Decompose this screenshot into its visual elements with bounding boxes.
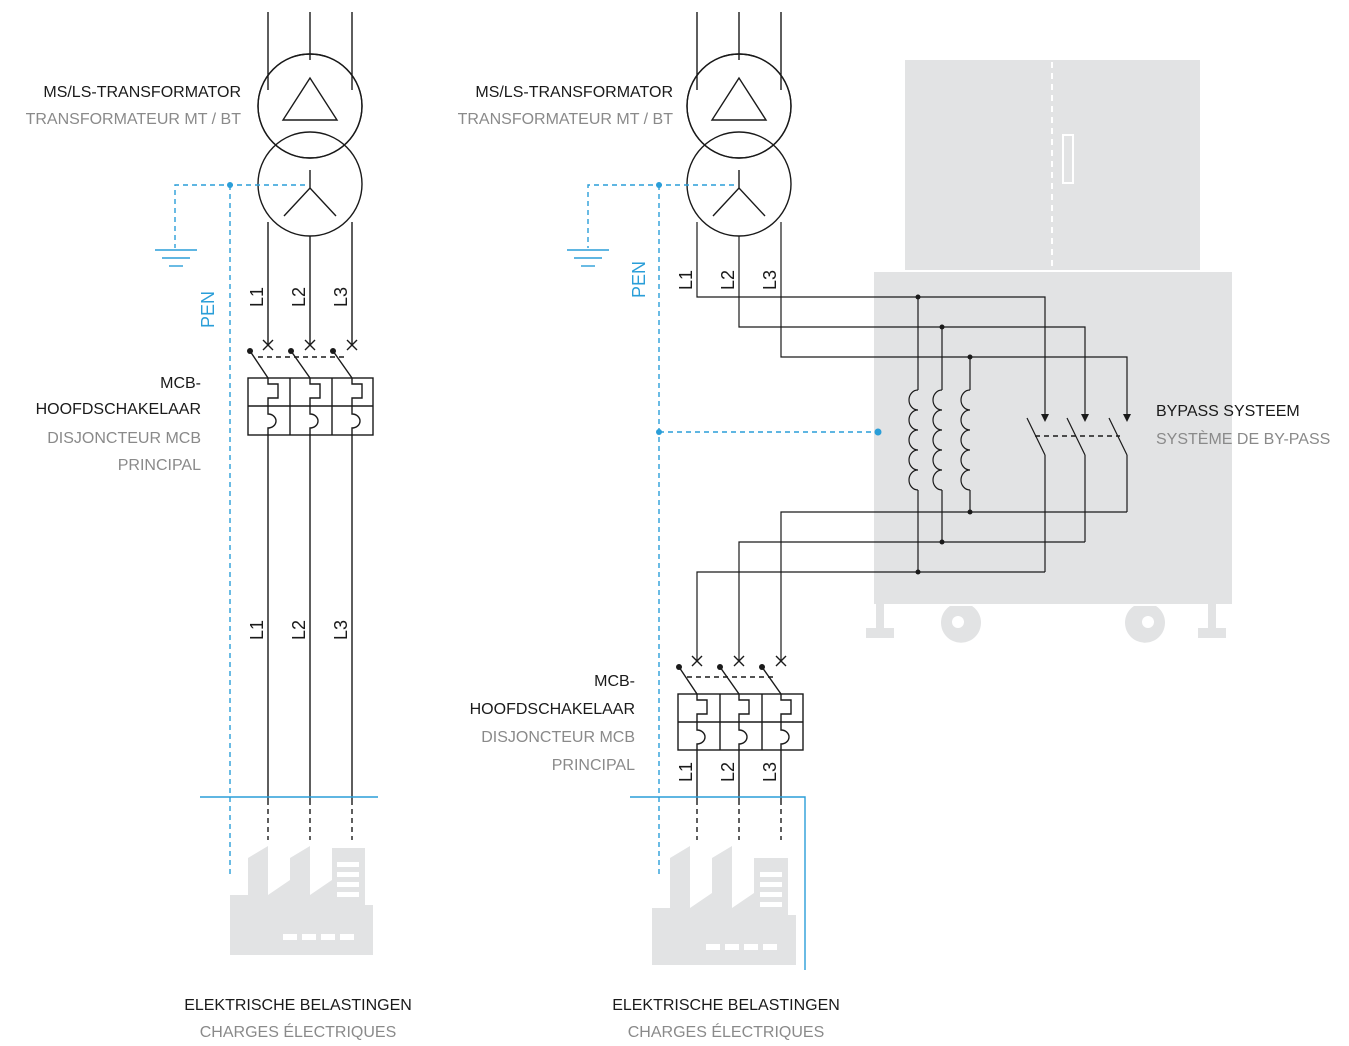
right-phase-top-l1: L1 <box>676 270 696 290</box>
left-load-bus <box>200 796 378 840</box>
left-phase-top-l3: L3 <box>331 287 351 307</box>
right-phase-top-l2: L2 <box>718 270 738 290</box>
right-loads-label-nl: ELEKTRISCHE BELASTINGEN <box>612 997 840 1014</box>
right-phase-bottom-l1: L1 <box>676 762 696 782</box>
left-transformer-label-fr: TRANSFORMATEUR MT / BT <box>26 111 242 128</box>
right-phase-bottom-l2: L2 <box>718 762 738 782</box>
right-breaker-label-nl-1: MCB- <box>594 673 635 690</box>
right-phase-top-l3: L3 <box>760 270 780 290</box>
right-pen-label: PEN <box>629 261 649 298</box>
left-phase-top-l2: L2 <box>289 287 309 307</box>
right-pen-ground <box>567 182 882 875</box>
right-breaker <box>676 655 804 800</box>
inductor-icon <box>908 389 971 491</box>
right-breaker-label-nl-2: HOOFDSCHAKELAAR <box>470 701 635 718</box>
left-phase-bottom-l3: L3 <box>331 620 351 640</box>
left-breaker-label-nl-2: HOOFDSCHAKELAAR <box>36 401 201 418</box>
bypass-wiring <box>696 222 1131 660</box>
right-breaker-label-fr-2: PRINCIPAL <box>552 757 635 774</box>
left-transformer <box>257 12 363 345</box>
bypass-label-fr: SYSTÈME DE BY-PASS <box>1156 429 1330 448</box>
right-transformer <box>686 12 792 237</box>
right-loads-label-fr: CHARGES ÉLECTRIQUES <box>628 1022 824 1041</box>
left-phase-bottom-l2: L2 <box>289 620 309 640</box>
left-phase-top-l1: L1 <box>247 287 267 307</box>
left-pen-label: PEN <box>198 291 218 328</box>
right-load-bus <box>630 796 806 970</box>
ground-icon <box>567 249 609 267</box>
factory-icon <box>652 846 796 965</box>
left-loads-label-fr: CHARGES ÉLECTRIQUES <box>200 1022 396 1041</box>
left-transformer-label-nl: MS/LS-TRANSFORMATOR <box>43 84 241 101</box>
right-transformer-label-fr: TRANSFORMATEUR MT / BT <box>458 111 674 128</box>
bypass-cabinet <box>866 272 1232 643</box>
left-breaker-label-fr-2: PRINCIPAL <box>118 457 201 474</box>
right-phase-bottom-l3: L3 <box>760 762 780 782</box>
left-pen-ground <box>155 182 305 875</box>
right-breaker-label-fr-1: DISJONCTEUR MCB <box>481 729 635 746</box>
ups-cabinet-upper <box>905 60 1200 270</box>
left-breaker-label-nl-1: MCB- <box>160 375 201 392</box>
ground-icon <box>155 249 197 267</box>
left-breaker <box>247 339 374 800</box>
left-loads-label-nl: ELEKTRISCHE BELASTINGEN <box>184 997 412 1014</box>
bypass-label-nl: BYPASS SYSTEEM <box>1156 403 1300 420</box>
left-phase-bottom-l1: L1 <box>247 620 267 640</box>
factory-icon <box>230 846 373 955</box>
left-breaker-label-fr-1: DISJONCTEUR MCB <box>47 430 201 447</box>
right-transformer-label-nl: MS/LS-TRANSFORMATOR <box>475 84 673 101</box>
